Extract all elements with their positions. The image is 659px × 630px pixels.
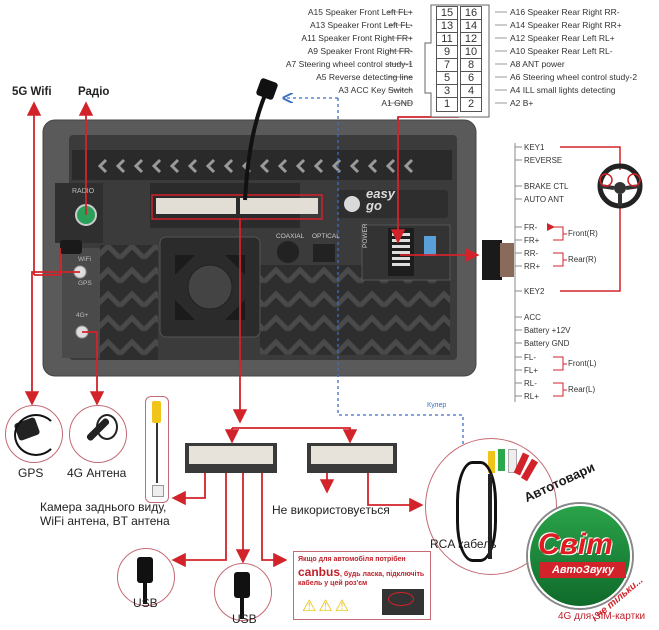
wifi-antenna-stub xyxy=(60,240,82,254)
sim-caption: 4G для SIM-картки xyxy=(558,611,646,622)
lte-caption: 4G Антена xyxy=(67,466,127,480)
camera-caption-line1: Камера заднього виду, xyxy=(40,500,167,514)
harness-auto-ant: AUTO ANT xyxy=(524,195,564,204)
harness-plug xyxy=(482,240,514,280)
cooler-plug xyxy=(256,78,278,100)
pin-label-a15: A15 Speaker Front Left FL+ xyxy=(307,7,413,17)
cooler-cable xyxy=(243,94,267,201)
usb-caption-1: USB xyxy=(133,596,158,610)
unit-optical-label: OPTICAL xyxy=(312,233,340,240)
brand-logo: easy go xyxy=(366,186,395,213)
pin-14: 14 xyxy=(460,19,482,34)
gps-antenna-image xyxy=(5,405,63,463)
rca-yellow-icon xyxy=(488,451,495,473)
pin-label-a1: A1 GND xyxy=(381,98,413,108)
harness-fr-minus: FR- xyxy=(524,223,538,232)
lte-antenna-image xyxy=(69,405,127,463)
pin-label-a4: A4 ILL small lights detecting xyxy=(510,85,616,95)
rca-white-icon xyxy=(508,449,517,473)
rear-r-group-label: Rear(R) xyxy=(568,255,597,264)
radio-label: Радіо xyxy=(78,86,110,98)
harness-battery-12v: Battery +12V xyxy=(524,326,571,335)
pin-13: 13 xyxy=(436,19,458,34)
harness-brake: BRAKE CTL xyxy=(524,182,569,191)
usb-cable-image-1 xyxy=(117,548,175,606)
harness-battery-gnd: Battery GND xyxy=(524,339,570,348)
unit-coaxial-label: COAXIAL xyxy=(276,233,305,240)
watermark-main: Світ xyxy=(538,528,613,561)
unit-wifi-label: WiFi xyxy=(78,256,91,263)
pin-label-a14: A14 Speaker Rear Right RR+ xyxy=(510,20,622,30)
watermark-logo: Автотовари Світ АвтоЗвуку і не тільки... xyxy=(520,459,646,624)
harness-acc: ACC xyxy=(524,313,541,322)
brand-bottom: go xyxy=(366,198,382,213)
usb-plug-icon xyxy=(234,572,250,598)
canbus-note-line2: , будь ласка, підключіть xyxy=(340,571,425,578)
harness-fl-minus: FL- xyxy=(524,353,536,362)
unit-lte-label: 4G+ xyxy=(76,312,89,319)
pin-label-a5: A5 Reverse detecting line xyxy=(316,72,413,82)
rca-caption: RCA кабель xyxy=(430,537,497,551)
wifi-label: 5G Wifi xyxy=(12,86,52,98)
main-connector-highlight xyxy=(151,194,323,220)
pin-label-a8: A8 ANT power xyxy=(510,59,565,69)
pin-label-a13: A13 Speaker Front Left FL- xyxy=(310,20,413,30)
unit-radio-label: RADIO xyxy=(72,188,95,195)
camera-caption-line2: WiFi антена, BT антена xyxy=(40,514,170,528)
pin-label-a16: A16 Speaker Rear Right RR- xyxy=(510,7,620,17)
unit-gps-label: GPS xyxy=(78,280,92,287)
usb-caption-2: USB xyxy=(232,612,257,626)
canbus-connector-thumb xyxy=(382,589,424,615)
warning-icons: ⚠⚠⚠ xyxy=(302,598,352,615)
canbus-note-line3: кабель у цей роз'єм xyxy=(298,580,368,587)
pin-1: 1 xyxy=(436,97,458,112)
harness-rl-plus: RL+ xyxy=(524,392,539,401)
steering-wheel-icon xyxy=(597,163,643,209)
harness-key2: KEY2 xyxy=(524,287,545,296)
head-unit-back-panel xyxy=(42,119,477,377)
front-l-group-label: Front(L) xyxy=(568,359,597,368)
front-r-group-label: Front(R) xyxy=(568,229,598,238)
not-used-caption: Не використовується xyxy=(272,503,390,517)
brand-top: easy xyxy=(366,186,395,201)
usb-cable-image-2 xyxy=(214,563,272,621)
pin-2: 2 xyxy=(460,97,482,112)
camera-caption: Камера заднього виду, WiFi антена, BT ан… xyxy=(40,500,170,528)
harness-fr-plus: FR+ xyxy=(524,236,540,245)
canbus-note-line1: Якщо для автомобіля потрібен xyxy=(298,556,406,563)
fuse xyxy=(424,236,436,256)
vent-slots xyxy=(97,158,414,174)
pin-label-a2: A2 B+ xyxy=(510,98,534,108)
usb-plug-icon xyxy=(137,557,153,583)
rca-yellow-plug-icon xyxy=(152,401,161,423)
pin-label-a7: A7 Steering wheel control study-1 xyxy=(285,59,413,69)
left-split-connector xyxy=(185,443,277,473)
pin-label-a6: A6 Steering wheel control study-2 xyxy=(510,72,638,82)
harness-rl-minus: RL- xyxy=(524,379,537,388)
pin-label-a11: A11 Speaker Front Right FR+ xyxy=(301,33,413,43)
canbus-note: Якщо для автомобіля потрібен canbus, буд… xyxy=(293,551,431,620)
harness-fl-plus: FL+ xyxy=(524,366,539,375)
pin-label-a3: A3 ACC Key Switch xyxy=(338,85,413,95)
cooler-caption: Кулер xyxy=(427,402,447,409)
camera-cable-image xyxy=(145,396,169,503)
pin-label-a10: A10 Speaker Rear Left RL- xyxy=(510,46,613,56)
unit-power-label: POWER xyxy=(362,223,369,248)
harness-ticks xyxy=(515,146,522,397)
harness-rr-minus: RR- xyxy=(524,249,539,258)
pin-label-a12: A12 Speaker Rear Left RL+ xyxy=(510,33,615,43)
watermark-sub: АвтоЗвуку xyxy=(540,562,626,578)
canbus-keyword: canbus xyxy=(298,565,341,579)
rca-green-icon xyxy=(498,449,505,471)
right-split-connector xyxy=(307,443,397,473)
harness-reverse: REVERSE xyxy=(524,156,563,165)
pin-label-a9: A9 Speaker Front Right FR- xyxy=(307,46,413,56)
harness-rr-plus: RR+ xyxy=(524,262,541,271)
rear-l-group-label: Rear(L) xyxy=(568,385,596,394)
gps-caption: GPS xyxy=(18,466,44,480)
harness-key1: KEY1 xyxy=(524,143,545,152)
